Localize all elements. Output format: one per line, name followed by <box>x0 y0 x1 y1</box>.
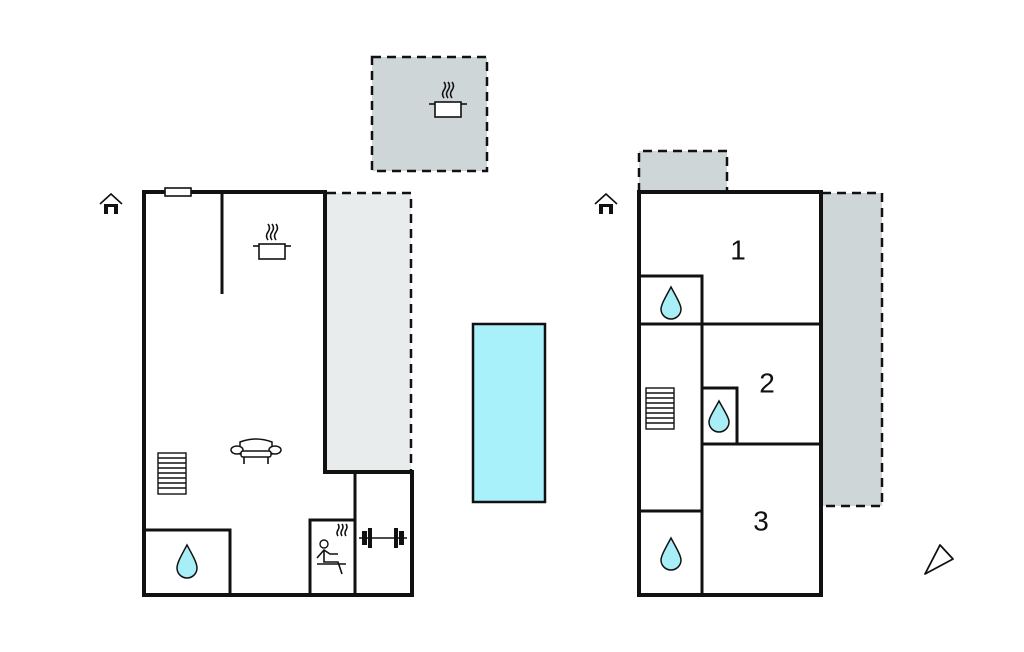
water-drop-icon <box>660 285 682 320</box>
dumbbell-icon <box>359 528 407 548</box>
sofa-icon <box>230 438 282 464</box>
outdoor-terrace-top <box>370 55 489 173</box>
room-label-1: 1 <box>730 235 746 266</box>
bathroom-2-wall <box>702 386 739 444</box>
balcony-top <box>639 151 727 192</box>
room-label-2: 2 <box>759 368 775 399</box>
balcony-top-edge <box>637 149 729 192</box>
balcony-side <box>822 193 882 506</box>
bathroom-1-wall <box>641 274 704 324</box>
upper-floor: 1 2 3 <box>594 149 884 597</box>
stairs-icon <box>645 387 675 430</box>
stairs-icon <box>157 452 187 495</box>
sauna-wall <box>308 518 355 593</box>
kitchen-pot-icon <box>429 81 467 118</box>
water-drop-icon <box>660 536 682 571</box>
ground-floor-outer-wall <box>142 190 414 597</box>
sauna-icon <box>316 523 348 575</box>
balcony-side-edge <box>822 191 884 508</box>
ground-floor <box>99 55 489 597</box>
side-terrace-edge <box>327 191 413 472</box>
water-drop-icon <box>176 543 198 579</box>
water-drop-icon <box>708 399 730 433</box>
upper-floor-outer-wall <box>637 190 823 597</box>
house-entrance-icon <box>99 192 123 214</box>
compass-north-icon <box>924 544 954 575</box>
ground-bathroom-wall <box>146 528 232 593</box>
house-entrance-icon <box>594 192 618 214</box>
side-terrace <box>327 193 411 472</box>
window <box>164 187 192 197</box>
kitchen-pot-icon <box>253 223 291 260</box>
pool <box>471 322 547 504</box>
room-label-3: 3 <box>753 506 769 537</box>
